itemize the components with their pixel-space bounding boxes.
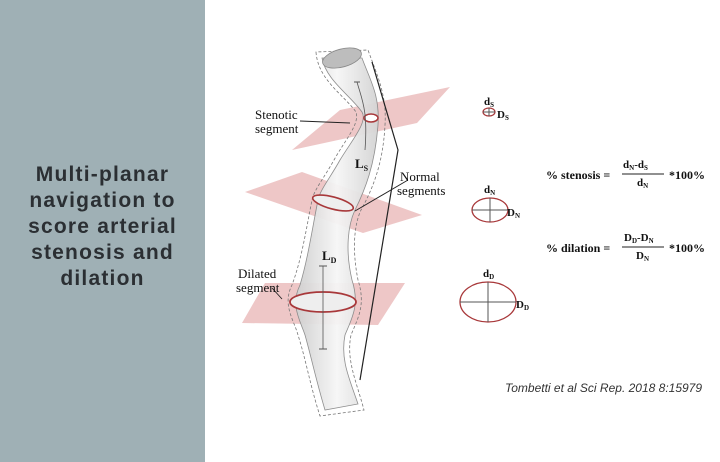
ld-label: LD xyxy=(322,248,337,265)
dilation-formula: % dilation = DD-DN DN *100% xyxy=(546,232,705,263)
vessel-top-opening xyxy=(322,47,362,69)
ls-label: LS xyxy=(355,156,369,173)
dilated-label: segment xyxy=(236,280,280,295)
svg-text:dN: dN xyxy=(637,177,648,190)
title-line: stenosis and xyxy=(31,241,174,264)
svg-text:*100%: *100% xyxy=(669,241,705,255)
svg-text:dS: dS xyxy=(484,96,494,109)
svg-text:DN: DN xyxy=(507,207,520,220)
slide-title: Multi-planar navigation to score arteria… xyxy=(0,162,205,292)
normal-cross-section: dN DN xyxy=(471,184,520,223)
normal-label: Normal xyxy=(400,169,440,184)
dilated-cross-section: dD DD xyxy=(459,268,529,323)
svg-text:dN: dN xyxy=(484,184,495,197)
citation: Tombetti et al Sci Rep. 2018 8:15979 xyxy=(505,381,703,395)
stenotic-label: segment xyxy=(255,121,299,136)
stenotic-ring xyxy=(363,113,379,123)
title-line: score arterial xyxy=(28,215,177,238)
svg-text:DD: DD xyxy=(516,299,529,312)
dilated-label: Dilated xyxy=(238,266,277,281)
svg-text:% stenosis =: % stenosis = xyxy=(546,168,610,182)
svg-text:DD-DN: DD-DN xyxy=(624,232,654,245)
svg-text:DS: DS xyxy=(497,109,509,122)
vessel-outline-dashed xyxy=(287,49,386,417)
title-line: navigation to xyxy=(29,189,176,212)
stenotic-cross-section: dS DS xyxy=(482,96,509,122)
stenosis-formula: % stenosis = dN-dS dN *100% xyxy=(546,159,705,190)
vessel xyxy=(295,57,379,411)
title-panel: Multi-planar navigation to score arteria… xyxy=(0,0,205,462)
stenotic-label: Stenotic xyxy=(255,107,298,122)
centerline xyxy=(359,61,399,381)
title-line: Multi-planar xyxy=(35,163,170,186)
ls-marker xyxy=(356,81,367,151)
svg-text:dN-dS: dN-dS xyxy=(623,159,648,172)
svg-text:*100%: *100% xyxy=(669,168,705,182)
normal-ring xyxy=(311,194,355,212)
normal-label: segments xyxy=(397,183,445,198)
svg-text:dD: dD xyxy=(483,268,494,281)
svg-text:DN: DN xyxy=(636,250,649,263)
svg-text:% dilation =: % dilation = xyxy=(546,241,610,255)
title-line: dilation xyxy=(60,267,145,290)
